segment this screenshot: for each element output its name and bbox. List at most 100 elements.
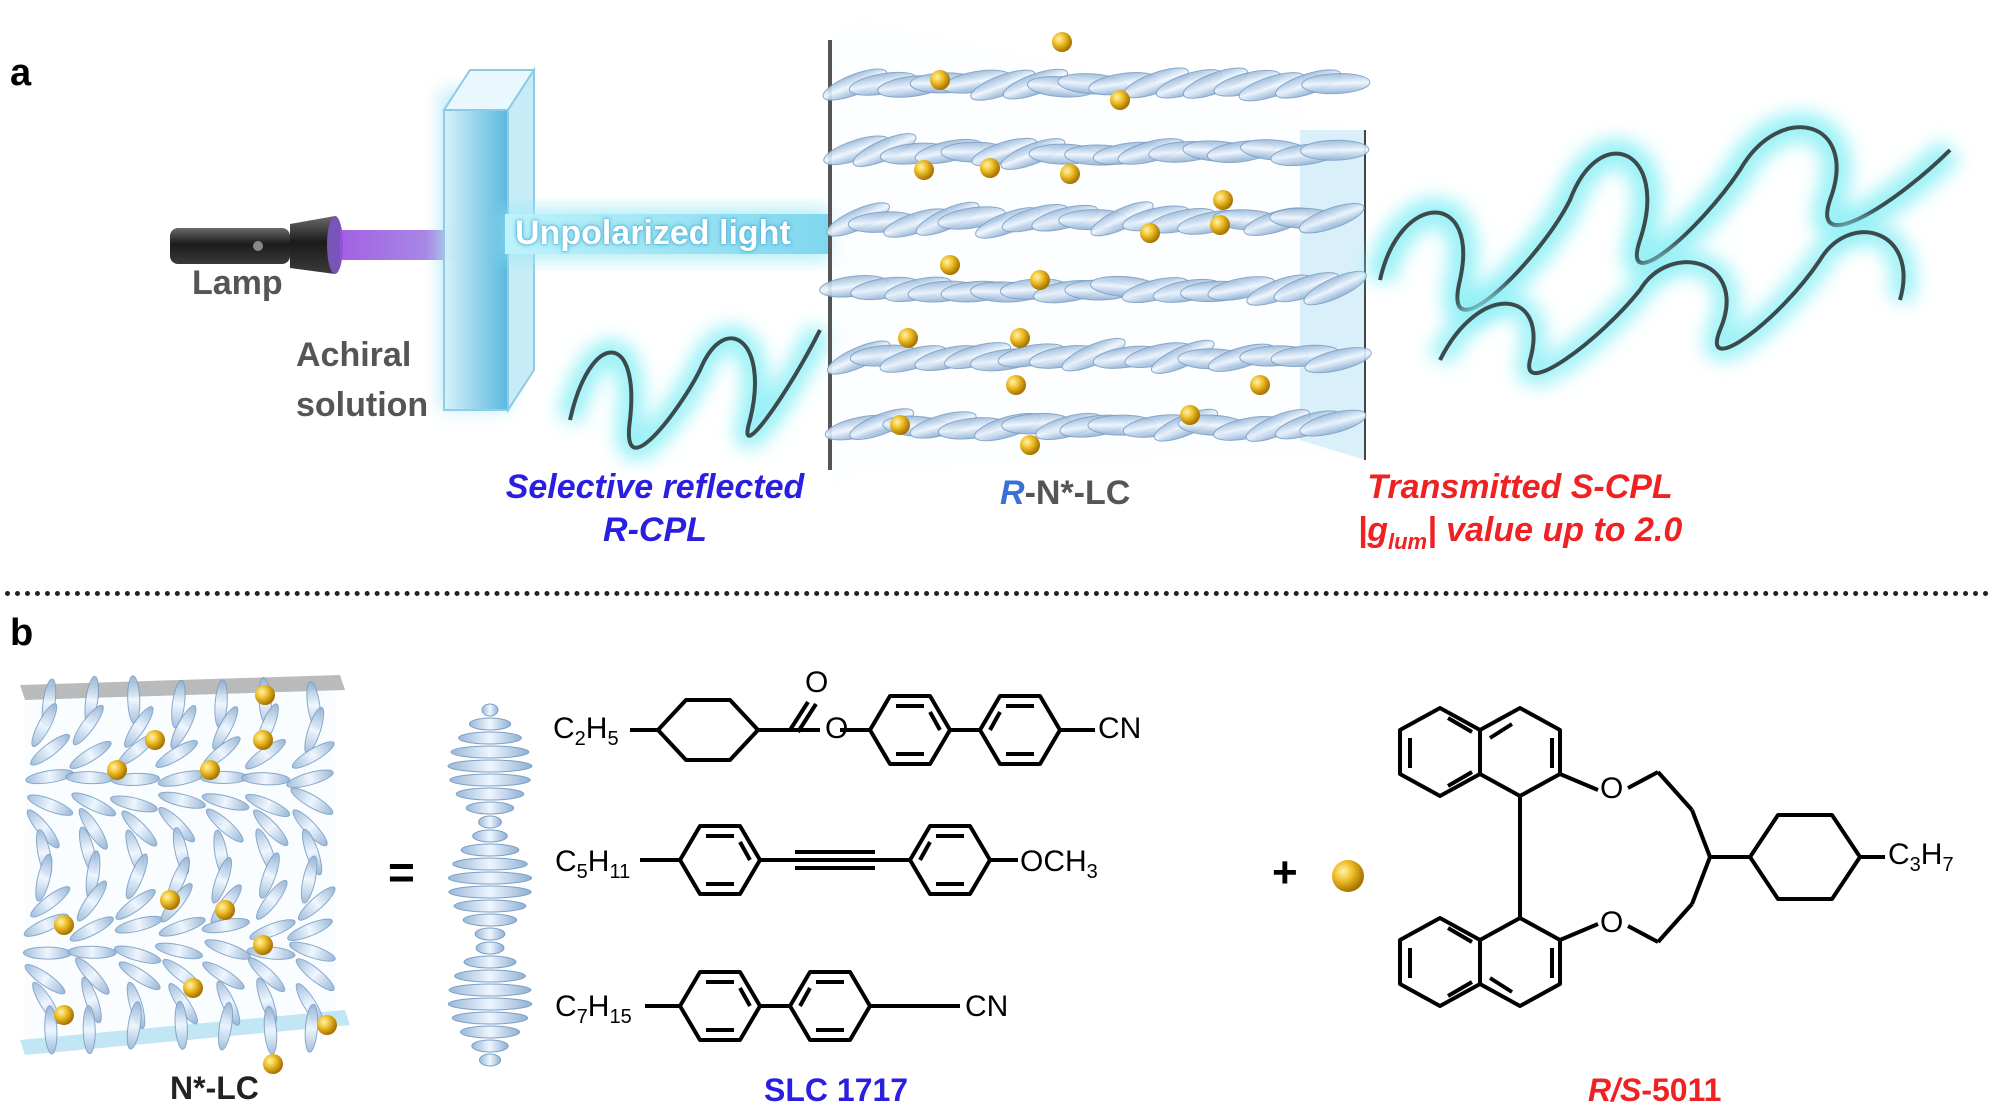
lc-rod [447, 871, 533, 885]
lamp-icon [170, 216, 343, 274]
lc-rod [71, 792, 117, 817]
lc-rod [1300, 139, 1370, 161]
lc-rod [289, 941, 336, 962]
mol1-sub1: 2 [574, 728, 586, 750]
lc-rod [465, 801, 515, 815]
r-nlc-label-rest: -N*-LC [1024, 474, 1131, 512]
lc-rod [460, 843, 520, 857]
transmitted-label-line1: Transmitted S-CPL [1367, 468, 1673, 506]
chiral-dopant-sphere [1180, 405, 1200, 425]
mol3-sub1: 7 [576, 1006, 588, 1028]
lc-rod [455, 787, 525, 801]
panel-letter-a: a [10, 52, 32, 94]
lc-rod [448, 885, 532, 899]
lc-rod [450, 745, 530, 759]
lc-rod [155, 942, 203, 960]
dopant-sub2: 7 [1942, 854, 1954, 876]
lc-rod [458, 731, 522, 745]
mol2-sub1: 5 [576, 861, 588, 883]
lc-rod [481, 703, 499, 717]
lc-rod [468, 717, 512, 731]
lc-rod [205, 808, 244, 843]
chiral-dopant-sphere [1210, 215, 1230, 235]
mol2-sub3: 3 [1086, 861, 1098, 883]
mol3-sub2: 15 [609, 1006, 632, 1028]
lc-rod [245, 793, 291, 817]
equals-sign: = [388, 846, 415, 898]
lc-rod [448, 983, 532, 997]
transmitted-label-line2: |glum| value up to 2.0 [1300, 509, 1740, 555]
dopant-sub1: 3 [1909, 854, 1921, 876]
lc-rod [249, 919, 296, 941]
lc-rod [72, 704, 104, 746]
lc-rod [158, 916, 206, 937]
achiral-label-line1: Achiral [296, 336, 412, 374]
lc-rod [462, 913, 518, 927]
lc-rod [297, 886, 336, 921]
chiral-dopant-sphere [200, 760, 220, 780]
glum-open: |g [1357, 510, 1388, 549]
r-nlc-label: R-N*-LC [1000, 474, 1130, 513]
chiral-dopant-sphere [1020, 435, 1040, 455]
lc-rod [22, 946, 72, 960]
lc-rod [300, 855, 318, 904]
chiral-dopant-sphere [914, 160, 934, 180]
mol3-left-group: C7H15 [555, 990, 632, 1029]
nlc-label: N*-LC [170, 1070, 259, 1106]
lc-rod [69, 916, 114, 942]
mol3-c: C [555, 990, 577, 1023]
lc-rod [114, 915, 163, 934]
lc-rod [202, 961, 245, 990]
mol2-och: OCH [1020, 845, 1087, 878]
lc-rod [30, 733, 71, 766]
mol1-h: H [585, 712, 608, 745]
glum-subscript: lum [1388, 528, 1428, 554]
reflected-label-line1: Selective reflected [505, 468, 805, 506]
lc-rod [125, 853, 148, 900]
lc-rod [78, 807, 108, 850]
lc-rod [155, 739, 198, 768]
glum-rest: | value up to 2.0 [1427, 510, 1683, 549]
dopant-molecule [1398, 706, 1885, 1008]
chiral-dopant-sphere [54, 1005, 74, 1025]
mol1-sub2: 5 [607, 728, 619, 750]
lc-rod [24, 964, 66, 995]
lc-rod [459, 1025, 521, 1039]
dopant-right-group: C3H7 [1888, 838, 1954, 877]
lc-rod [126, 1001, 142, 1050]
lc-rod [158, 791, 206, 809]
lc-rod [449, 773, 531, 787]
chiral-dopant-sphere [940, 255, 960, 275]
lc-rod [287, 918, 333, 941]
unpolarized-beam [505, 208, 830, 260]
chiral-dopant-sphere [1250, 375, 1270, 395]
lc-rod [259, 852, 280, 899]
lamp-label: Lamp [192, 264, 283, 302]
lc-rod [291, 741, 335, 769]
dopant-h: H [1920, 838, 1943, 871]
lc-rod [447, 997, 533, 1011]
lc-rod [304, 1003, 319, 1053]
lc-rod [452, 857, 528, 871]
chiral-dopant-sphere [898, 328, 918, 348]
reflected-label: Selective reflected R-CPL [465, 466, 845, 551]
reflected-helix [557, 324, 832, 461]
panel-letter-b: b [10, 612, 34, 654]
r-nlc-cell [819, 20, 1372, 490]
chiral-dopant-sphere [1060, 164, 1080, 184]
dopant-c: C [1888, 838, 1910, 871]
lc-rod [1301, 72, 1371, 95]
chiral-dopant-sphere [255, 685, 275, 705]
chiral-dopant-sphere [317, 1015, 337, 1035]
lc-rod [76, 880, 107, 922]
mol1-carbonyl-o: O [805, 666, 829, 699]
lc-rod [1299, 409, 1367, 437]
lc-rod [474, 927, 506, 941]
lc-rod [31, 703, 58, 747]
lc-rod [248, 957, 286, 993]
chiral-dopant-sphere [54, 915, 74, 935]
lc-rod [471, 1039, 509, 1053]
lc-rod [211, 857, 232, 904]
mol1-c: C [553, 712, 575, 745]
lc-rod [218, 1001, 234, 1051]
